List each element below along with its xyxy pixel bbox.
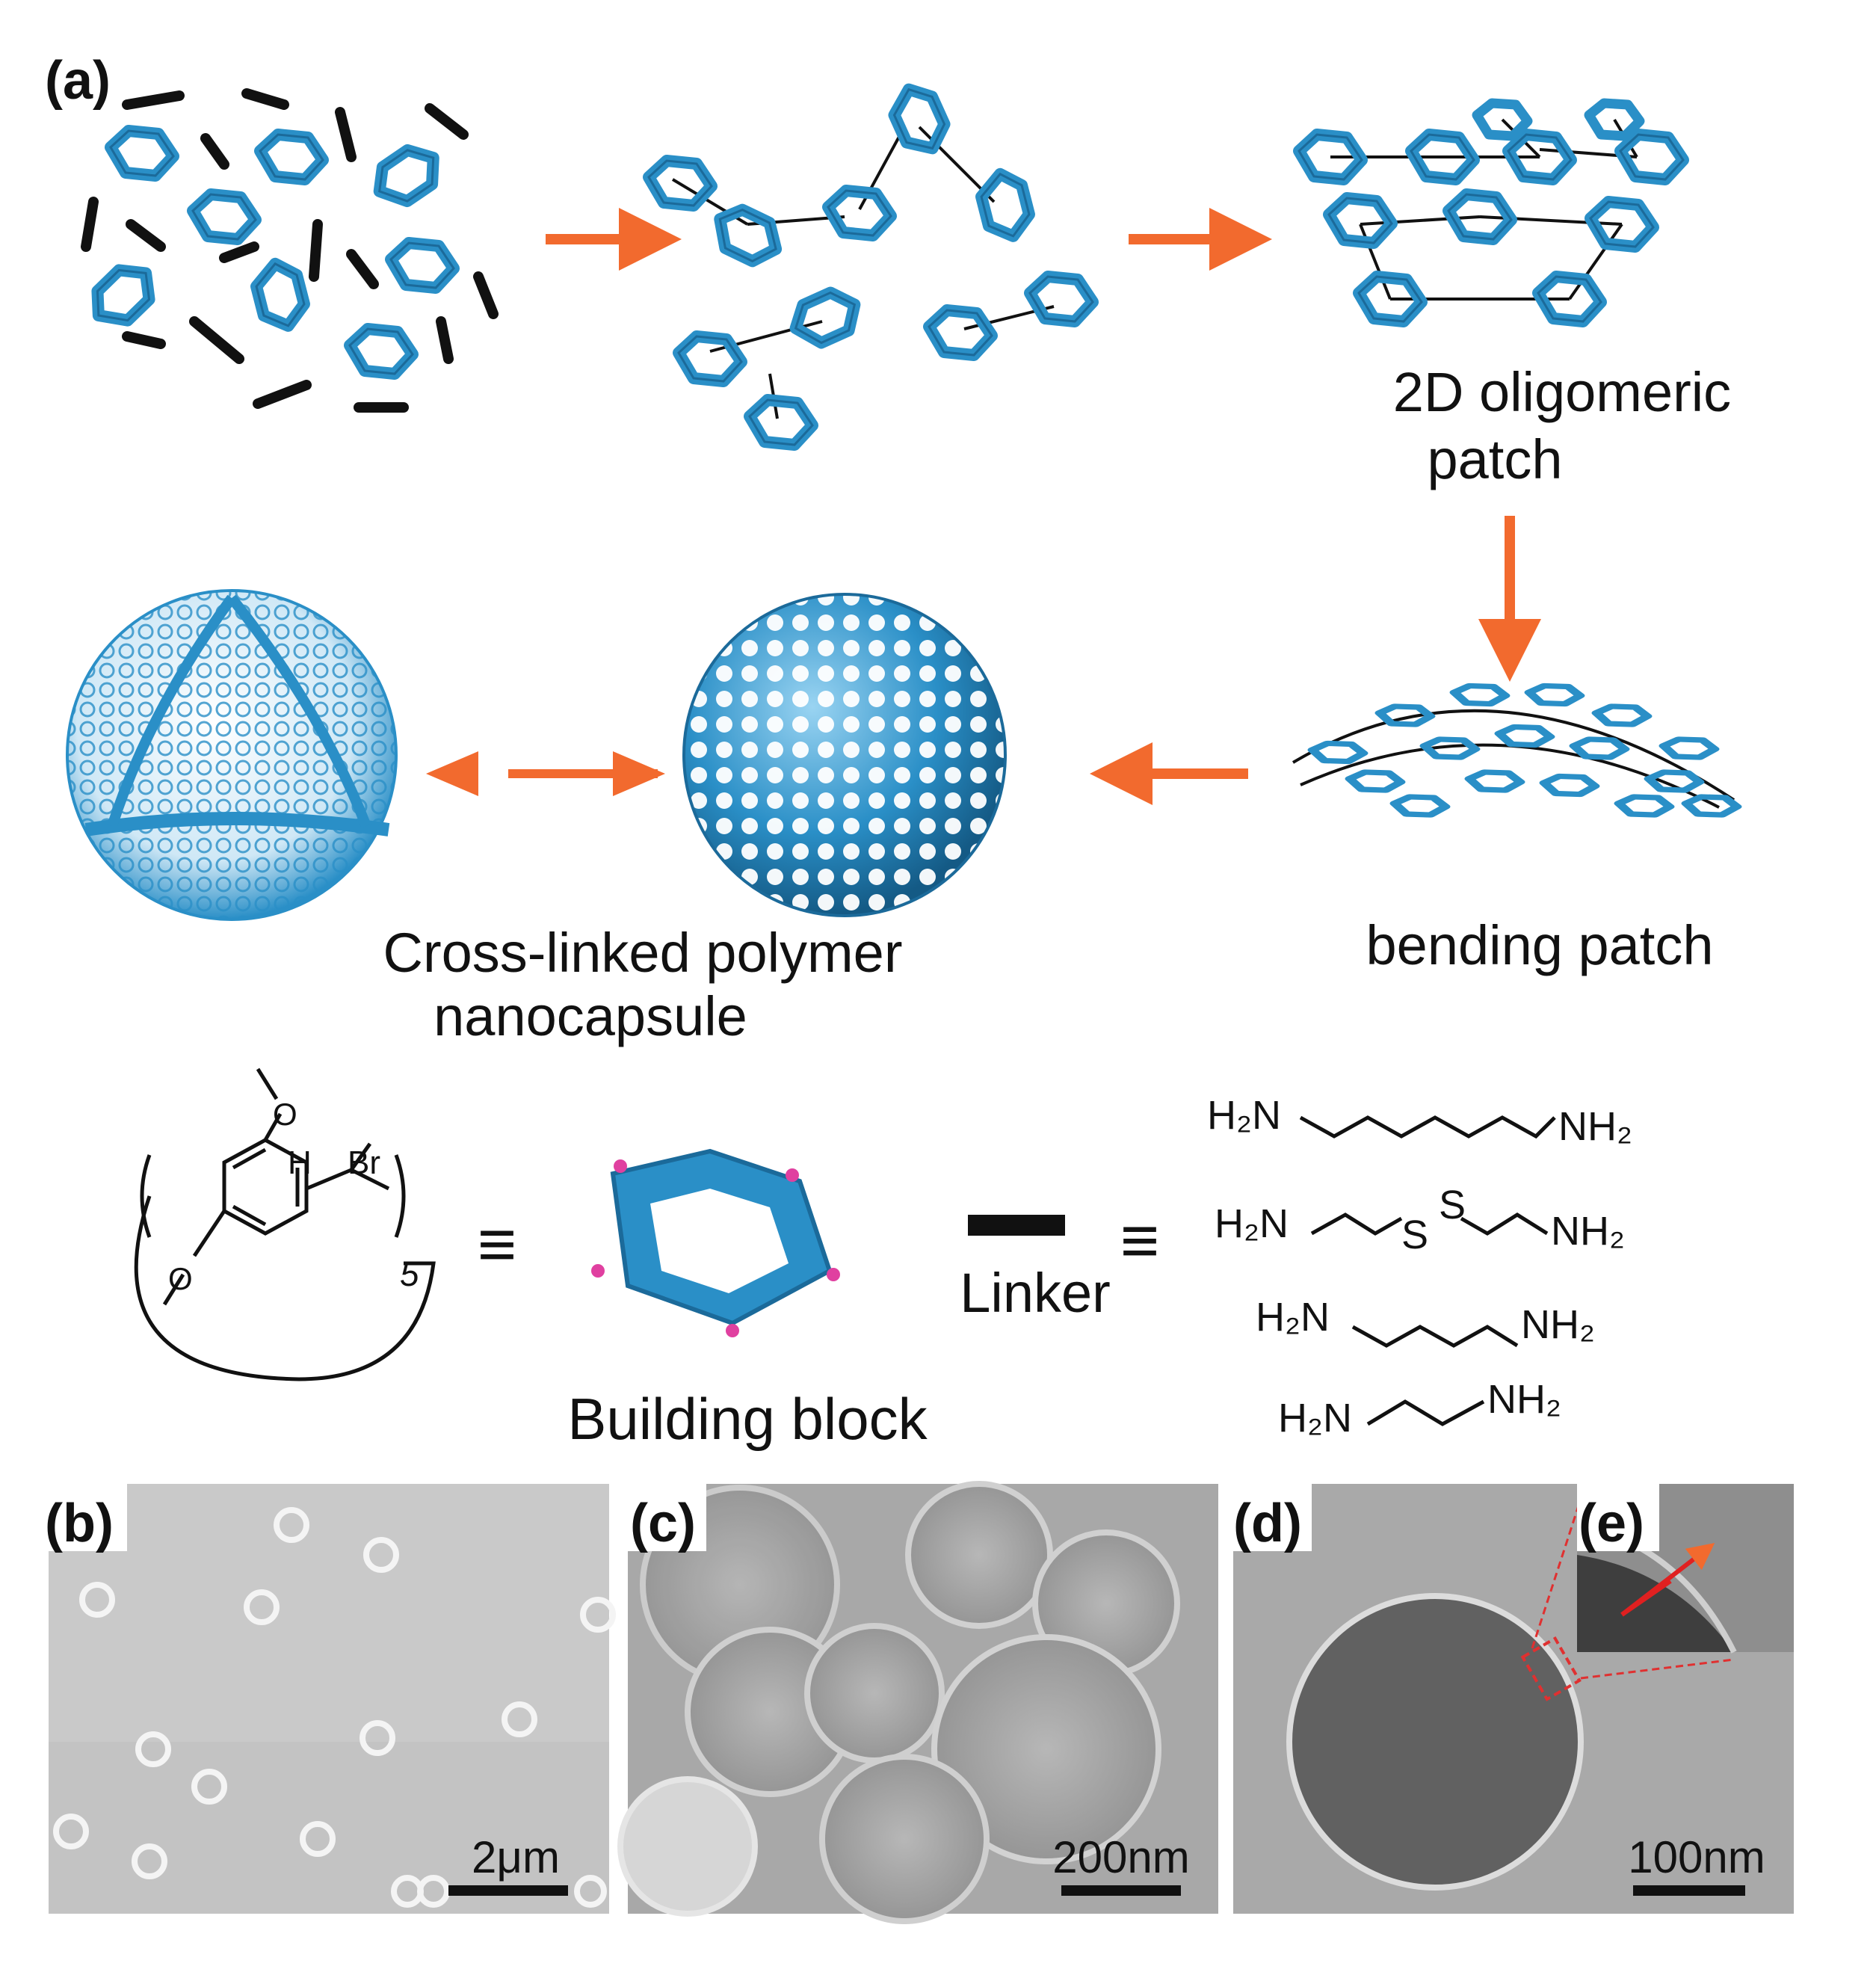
linker2-s2: S — [1439, 1183, 1466, 1227]
scale-bar-b-label: 2μm — [472, 1832, 560, 1882]
equiv-symbol-2: ≡ — [1120, 1204, 1160, 1278]
oligomeric-patch — [1299, 103, 1683, 321]
patch-label-line1: 2D oligomeric — [1393, 361, 1731, 423]
atom-o-bottom: O — [168, 1261, 193, 1296]
linker2-right: NH₂ — [1551, 1209, 1625, 1254]
linker2-s1: S — [1401, 1213, 1428, 1257]
bending-label: bending patch — [1366, 914, 1714, 976]
scale-bar-d-label: 100nm — [1628, 1832, 1765, 1882]
panel-e-inset — [1577, 1484, 1794, 1654]
linker4-right: NH₂ — [1487, 1377, 1561, 1422]
panel-label-a: (a) — [45, 51, 111, 111]
linker3-left: H₂N — [1256, 1295, 1330, 1340]
patch-label-line2: patch — [1427, 428, 1562, 490]
monomer-mixture — [86, 88, 499, 413]
capsule-label-line1: Cross-linked polymer — [383, 922, 903, 984]
linker3-right: NH₂ — [1521, 1302, 1595, 1347]
linker1-left: H₂N — [1207, 1093, 1281, 1138]
panel-label-c: (c) — [630, 1494, 696, 1553]
panel-d-image — [1233, 1484, 1794, 1914]
cut-capsule — [66, 589, 398, 921]
monomer-structure — [134, 1067, 436, 1381]
linker4-left: H₂N — [1278, 1396, 1352, 1441]
panel-c-image — [617, 1481, 1218, 1924]
linker2-left: H₂N — [1215, 1201, 1289, 1246]
atom-h: H — [288, 1144, 312, 1181]
atom-br: Br — [348, 1144, 380, 1181]
double-arrow — [426, 751, 665, 796]
panel-label-d: (d) — [1233, 1494, 1302, 1553]
building-block-label: Building block — [567, 1386, 928, 1452]
panel-b-image — [49, 1484, 616, 1914]
scale-bar-c-label: 200nm — [1052, 1832, 1189, 1882]
panel-label-e: (e) — [1579, 1494, 1644, 1553]
dotted-sphere — [682, 593, 1007, 917]
linker1-right: NH₂ — [1558, 1104, 1632, 1149]
panel-label-b: (b) — [45, 1494, 114, 1553]
repeat-count: 5 — [400, 1254, 419, 1293]
building-block-icon — [591, 1148, 840, 1337]
linker-label: Linker — [960, 1262, 1111, 1324]
capsule-label-line2: nanocapsule — [433, 985, 747, 1047]
bending-patch-graphic — [1292, 685, 1737, 815]
linker-formulas — [1299, 1115, 1556, 1426]
atom-o-top: O — [273, 1097, 297, 1132]
oligomer-chains — [649, 81, 1093, 445]
linker-bar — [968, 1215, 1065, 1236]
equiv-symbol-1: ≡ — [478, 1207, 517, 1282]
